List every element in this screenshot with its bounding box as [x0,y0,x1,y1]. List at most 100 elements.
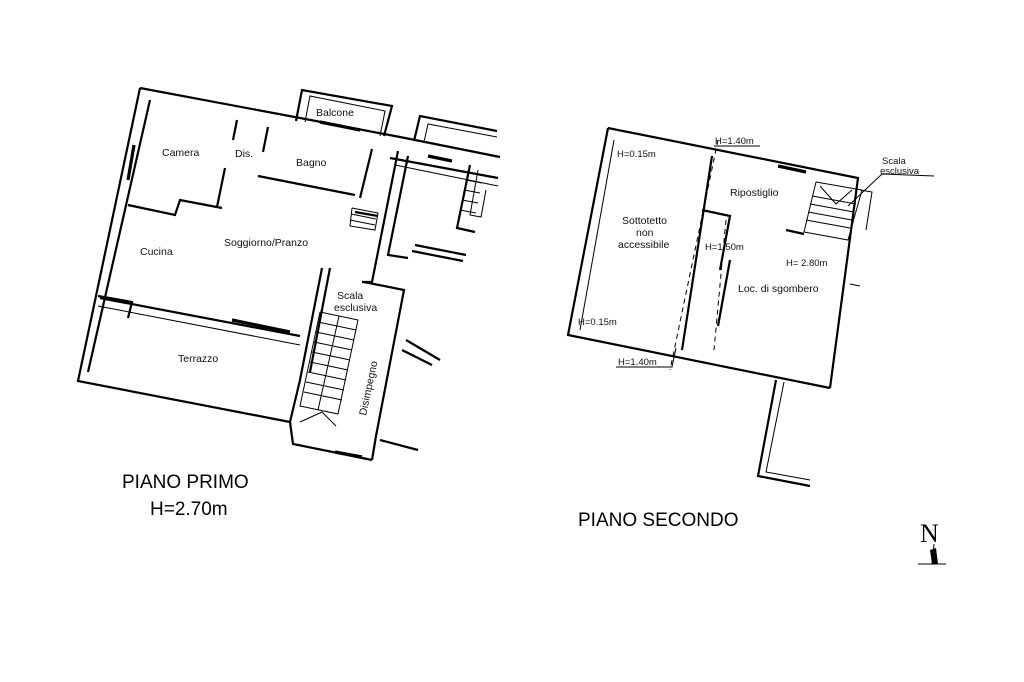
leader-line [616,347,677,368]
stair-step [809,203,855,213]
room-label-cucina: Cucina [140,246,173,258]
stair-step [313,341,353,351]
wall [99,296,301,338]
wall [76,87,291,424]
stair-flight [299,311,359,415]
floor-height: H=2.70m [150,499,228,520]
wall [849,283,861,287]
wall [363,280,406,461]
stair-flight [803,181,863,241]
room-label-camera: Camera [162,147,200,159]
room-label-non: non [636,227,654,239]
stair-step [805,219,851,229]
north-label: N [920,519,939,548]
window [231,318,291,334]
wall [455,164,476,234]
window [334,450,363,459]
stair-step [311,351,351,361]
wall [411,249,464,263]
north-arrow-icon: N [918,519,946,565]
second-floor-plan: H=0.15m H=0.15m H=1.40m H=1.40m H=1.50m … [566,126,935,531]
north-arrow-head [930,548,938,564]
stair-step [309,361,349,371]
room-label-balcone: Balcone [316,107,354,119]
height-line [713,219,727,351]
wall [765,381,811,481]
wall [756,379,811,488]
first-floor-plan: Balcone Camera Dis. Bagno Cucina Soggior… [76,86,501,520]
wall [680,155,714,351]
stair-step [305,381,345,391]
wall [423,123,498,143]
wall [215,167,227,208]
height-label: H=1.50m [705,242,744,253]
stair-step [463,189,481,194]
stair-step [315,331,355,341]
wall [127,198,223,217]
stair-step [811,195,857,205]
stair-step [350,213,377,220]
room-label-disimpegno: Disimpegno [357,360,380,417]
wall [97,294,134,319]
leader-line [847,173,935,207]
stair-step [317,321,357,331]
room-label-sottotetto: Sottotetto [622,215,667,227]
wall [716,259,732,327]
room-label-loc-sgombero: Loc. di sgombero [738,283,819,295]
height-label: H=1.40m [715,136,754,147]
stair-step [461,199,479,204]
stair-step [807,211,853,221]
wall [97,305,301,346]
stair-step [465,179,483,184]
wall [288,267,324,423]
room-label-soggiorno: Soggiorno/Pranzo [224,237,308,249]
wall [389,156,499,180]
height-label: H=0.15m [578,317,617,328]
wall [469,169,487,218]
room-label-esclusiva: esclusiva [334,302,377,314]
wall [701,208,732,271]
height-label: H=0.15m [617,149,656,160]
stair-step [349,219,376,226]
wall [401,349,433,366]
wall [231,119,239,141]
room-label-scala: Scala [882,156,906,167]
stair-rail [317,315,340,411]
wall [386,155,410,260]
wall [86,99,152,373]
wall [261,126,270,153]
floor-title: PIANO PRIMO [122,472,249,493]
wall [379,438,419,452]
room-label-accessibile: accessibile [618,239,670,251]
wall [354,210,379,218]
floor-title: PIANO SECONDO [578,510,738,531]
wall [414,243,467,257]
room-label-scala: Scala [337,290,363,302]
wall [607,126,860,389]
room-label-esclusiva: esclusiva [880,166,920,177]
wall [304,95,386,137]
wall [579,139,615,331]
wall [566,127,831,390]
wall [257,174,356,197]
stair-step [303,391,343,401]
wall [294,88,394,137]
height-label: H=1.40m [618,357,657,368]
wall [859,189,873,231]
room-label-dis: Dis. [235,148,253,160]
stair-step [459,209,477,214]
stair-arrow [819,185,853,205]
room-label-terrazzo: Terrazzo [178,353,218,365]
stair-landing [299,411,337,427]
window [319,120,361,132]
stair-step [307,371,347,381]
window [777,164,807,174]
height-label: H= 2.80m [786,258,828,269]
window [126,144,136,181]
wall [308,267,332,373]
wall [405,339,441,361]
window [427,154,453,163]
wall [358,148,374,199]
wall [288,421,373,462]
